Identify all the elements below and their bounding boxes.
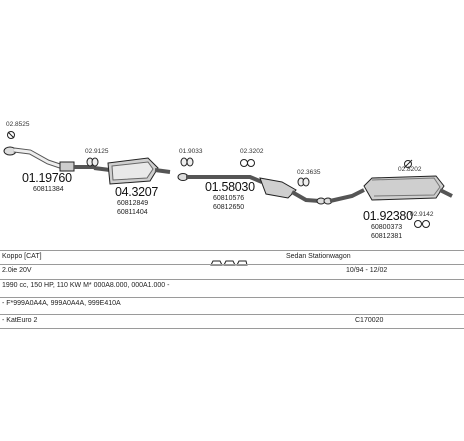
front-pipe-drawing (3, 146, 96, 172)
gasket-drawing-2 (86, 157, 99, 167)
small-part-3[interactable]: 01.9033 (179, 148, 203, 155)
part-number-4[interactable]: 01.92380 (363, 209, 413, 223)
info-row5-left: - KatEuro 2 (2, 317, 38, 324)
info-divider-4 (0, 297, 464, 298)
hanger-drawing-7 (414, 220, 430, 228)
small-part-5[interactable]: 02.3635 (297, 169, 321, 176)
part-number-3[interactable]: 01.58030 (205, 180, 255, 194)
small-part-7[interactable]: 02.9142 (410, 211, 434, 218)
info-row1-left: Koppo [CAT] (2, 253, 42, 260)
car-icons (210, 253, 248, 266)
part-ref-2a: 60812849 (117, 200, 149, 207)
small-part-4[interactable]: 02.3202 (240, 148, 264, 155)
exhaust-system-diagram (3, 131, 453, 228)
catalytic-converter-drawing (93, 157, 171, 185)
info-row3-left: 1990 cc, 150 HP, 110 KW M* 000A8.000, 00… (2, 282, 170, 289)
info-row5-right: C170020 (355, 317, 384, 324)
part-ref-4a: 60800373 (371, 224, 403, 231)
info-row2-right: 10/94 - 12/02 (346, 267, 388, 274)
clamp-drawing-1 (7, 131, 15, 139)
clamp-drawing-4 (240, 159, 255, 167)
part-ref-2b: 60811404 (117, 209, 148, 216)
part-number-2[interactable]: 04.3207 (115, 185, 159, 199)
small-part-2[interactable]: 02.9125 (85, 148, 109, 155)
part-number-1[interactable]: 01.19760 (22, 171, 72, 185)
info-divider-6 (0, 328, 464, 329)
part-ref-3b: 60812650 (213, 204, 245, 211)
small-part-6[interactable]: 02.8202 (398, 166, 422, 173)
info-divider-1 (0, 250, 464, 251)
gasket-drawing-3 (180, 157, 194, 167)
hanger-drawing-6 (403, 159, 413, 169)
part-ref-3a: 60810576 (213, 195, 245, 202)
small-part-1[interactable]: 02.8525 (6, 121, 30, 128)
info-row2-left: 2.0ie 20V (2, 267, 32, 274)
info-row1-mid: Sedan Stationwagon (286, 253, 351, 260)
info-divider-2 (0, 264, 464, 265)
info-row4-left: - F*999A0A4A, 999A0A4A, 999E410A (2, 300, 121, 307)
gasket-drawing-5 (297, 177, 310, 187)
info-divider-3 (0, 279, 464, 280)
part-ref-1: 60811384 (33, 186, 64, 193)
rear-silencer-drawing (323, 175, 453, 205)
part-ref-4b: 60812381 (371, 233, 403, 240)
info-divider-5 (0, 314, 464, 315)
